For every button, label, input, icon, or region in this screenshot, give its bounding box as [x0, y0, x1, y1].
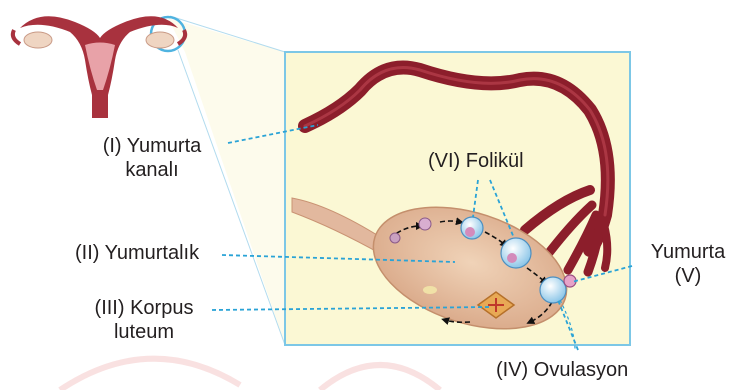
uterus-illustration	[13, 16, 185, 118]
label-fallopian-tube: (I) Yumurta kanalı	[82, 134, 222, 182]
label-ovulation: (IV) Ovulasyon	[496, 358, 628, 382]
label-egg-line2: (V)	[633, 264, 743, 288]
label-corpus-luteum-line2: luteum	[74, 320, 214, 344]
label-corpus-luteum-line1: (III) Korpus	[74, 296, 214, 320]
label-follicle: (VI) Folikül	[428, 149, 524, 173]
label-corpus-luteum: (III) Korpus luteum	[74, 296, 214, 344]
label-fallopian-tube-line1: (I) Yumurta	[82, 134, 222, 158]
label-ovary: (II) Yumurtalık	[75, 241, 199, 265]
label-egg: Yumurta (V)	[633, 240, 743, 288]
label-egg-line1: Yumurta	[633, 240, 743, 264]
label-fallopian-tube-line2: kanalı	[82, 158, 222, 182]
watermark	[60, 359, 440, 390]
